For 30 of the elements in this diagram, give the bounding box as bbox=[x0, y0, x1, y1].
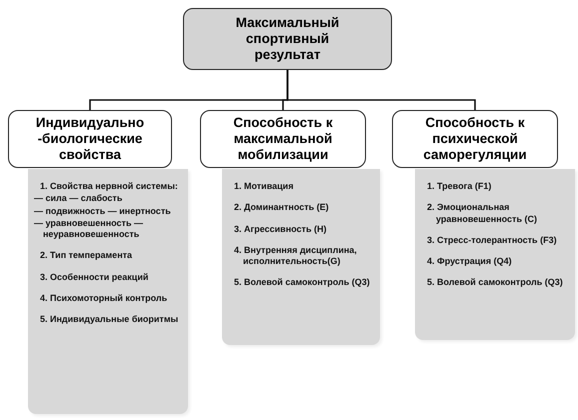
list-panel bbox=[28, 169, 188, 414]
list-item: 3. Стресс-толерантность (F3) bbox=[427, 234, 558, 246]
rounded-box bbox=[392, 110, 558, 168]
list-item: 2. Доминантность (E) bbox=[234, 202, 330, 214]
box-title: Максимальный спортивный результат bbox=[234, 14, 340, 64]
list-item: — сила — слабость bbox=[34, 193, 124, 204]
list-item: 2. Тип темперамента bbox=[40, 250, 134, 262]
box-title: Способность к психической саморегуляции bbox=[422, 114, 528, 164]
list-item: 1. Мотивация bbox=[234, 181, 294, 192]
list-item: 4. Внутренняя дисциплина, исполнительность(G) bbox=[234, 244, 358, 268]
connector-line bbox=[286, 70, 476, 110]
list-item: 3. Агрессивность (H) bbox=[234, 224, 328, 235]
rounded-box bbox=[183, 8, 392, 70]
rounded-box bbox=[200, 110, 366, 168]
box-title: Индивидуально -биологические свойства bbox=[34, 114, 146, 164]
list-item: 1. Тревога (F1) bbox=[427, 181, 492, 192]
list-item: 4. Фрустрация (Q4) bbox=[427, 256, 513, 268]
list-item: 1. Свойства нервной системы: bbox=[40, 181, 179, 192]
list-item: — подвижность — инертность bbox=[34, 206, 172, 217]
list-item: 2. Эмоциональная уравновешенность (C) bbox=[427, 202, 538, 225]
list-panel bbox=[415, 169, 575, 340]
list-panel bbox=[222, 169, 380, 345]
list-item: 3. Особенности реакций bbox=[40, 272, 150, 283]
rounded-box bbox=[8, 110, 172, 168]
list-item: 5. Волевой самоконтроль (Q3) bbox=[427, 277, 564, 288]
list-item: — уравновешенность — неуравновешенность bbox=[34, 218, 144, 240]
list-item: 4. Психомоторный контроль bbox=[40, 292, 168, 304]
list-item: 5. Волевой самоконтроль (Q3) bbox=[234, 277, 371, 288]
box-title: Способность к максимальной мобилизации bbox=[232, 114, 334, 164]
list-item: 5. Индивидуальные биоритмы bbox=[40, 314, 180, 326]
